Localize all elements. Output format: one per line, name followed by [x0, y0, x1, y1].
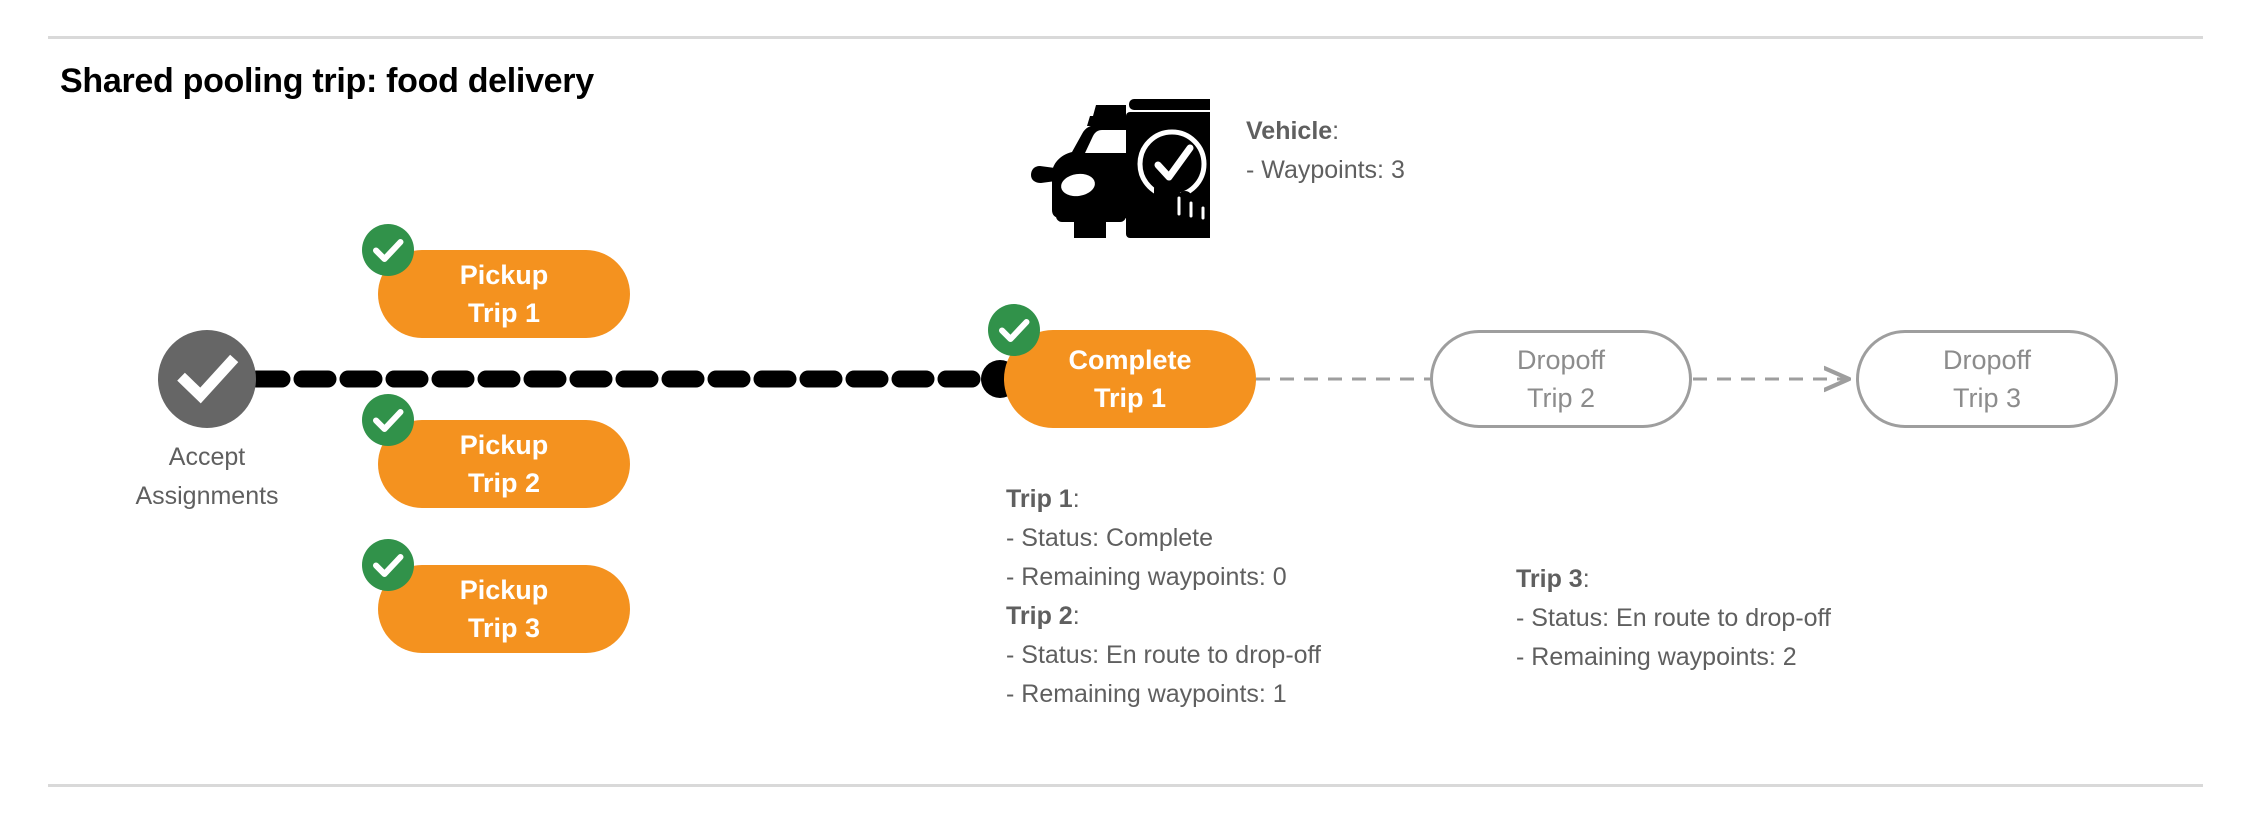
vehicle-heading: Vehicle [1246, 117, 1333, 145]
accept-assignments-node[interactable]: Accept Assignments [135, 330, 279, 510]
trip-3-waypoints: - Remaining waypoints: 2 [1516, 643, 1797, 671]
vehicle-heading-colon: : [1332, 117, 1340, 145]
trip-details-right: Trip 3: - Status: En route to drop-off -… [1516, 560, 1831, 677]
dropoff-trip-3-node[interactable]: Dropoff Trip 3 [1856, 330, 2118, 428]
pickup-trip-1-line2: Trip 1 [467, 298, 541, 328]
trip-1-heading: Trip 1 [1006, 485, 1073, 513]
trip-3-status: - Status: En route to drop-off [1516, 604, 1831, 632]
car-phone-check-icon [1030, 86, 1218, 238]
pickup-trip-1-node[interactable]: Pickup Trip 1 [362, 224, 630, 338]
dropoff-trip-3-line2: Trip 3 [1952, 383, 2021, 413]
top-divider [48, 36, 2203, 39]
pickup-trip-3-line1: Pickup [459, 575, 549, 605]
trip-2-heading-colon: : [1072, 602, 1080, 630]
page-title: Shared pooling trip: food delivery [60, 62, 594, 100]
bottom-divider [48, 784, 2203, 787]
accept-label-line1: Accept [168, 443, 246, 471]
trip-1-status: - Status: Complete [1006, 524, 1214, 552]
complete-trip-1-line1: Complete [1068, 345, 1192, 375]
vehicle-heading-row: Vehicle: [1246, 112, 1405, 151]
pickup-trip-2-line1: Pickup [459, 430, 549, 460]
pickup-trip-1-line1: Pickup [459, 260, 549, 290]
check-circle-icon [158, 330, 256, 428]
dropoff-trip-2-node[interactable]: Dropoff Trip 2 [1430, 330, 1692, 428]
vehicle-waypoints: - Waypoints: 3 [1246, 156, 1405, 184]
pickup-trip-2-line2: Trip 2 [467, 468, 541, 498]
check-badge-icon [362, 224, 414, 276]
pickup-trip-3-node[interactable]: Pickup Trip 3 [362, 539, 630, 653]
complete-trip-1-node[interactable]: Complete Trip 1 [988, 304, 1256, 428]
check-badge-icon [988, 304, 1040, 356]
pickup-trip-2-node[interactable]: Pickup Trip 2 [362, 394, 630, 508]
trip-1-heading-colon: : [1072, 485, 1080, 513]
accept-label-line2: Assignments [135, 482, 279, 510]
trip-2-waypoints: - Remaining waypoints: 1 [1006, 680, 1287, 708]
trip-2-heading-row: Trip 2: [1006, 597, 1321, 636]
trip-2-status: - Status: En route to drop-off [1006, 641, 1321, 669]
trip-2-heading: Trip 2 [1006, 602, 1073, 630]
trip-details-left: Trip 1: - Status: Complete - Remaining w… [1006, 480, 1321, 714]
complete-trip-1-line2: Trip 1 [1093, 383, 1167, 413]
trip-1-waypoints: - Remaining waypoints: 0 [1006, 563, 1287, 591]
dropoff-trip-2-line1: Dropoff [1516, 345, 1606, 375]
check-badge-icon [362, 539, 414, 591]
dropoff-trip-2-line2: Trip 2 [1526, 383, 1595, 413]
trip-3-heading-row: Trip 3: [1516, 560, 1831, 599]
check-badge-icon [362, 394, 414, 446]
dropoff-trip-3-line1: Dropoff [1942, 345, 2032, 375]
accept-assignments-label: Accept Assignments [98, 438, 316, 516]
vehicle-caption: Vehicle: - Waypoints: 3 [1246, 112, 1405, 190]
trip-3-heading-colon: : [1582, 565, 1590, 593]
trip-3-heading: Trip 3 [1516, 565, 1583, 593]
trip-1-heading-row: Trip 1: [1006, 480, 1321, 519]
pickup-trip-3-line2: Trip 3 [467, 613, 541, 643]
